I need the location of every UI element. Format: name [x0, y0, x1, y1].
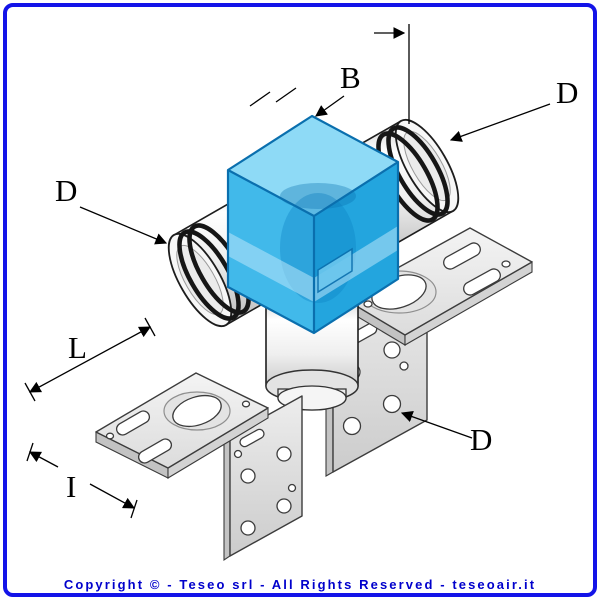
- cube-left-face: [228, 170, 314, 333]
- dim-i-line-1: [28, 451, 59, 468]
- dim-label-i: I: [66, 469, 76, 504]
- dim-i-line-2: [89, 483, 136, 509]
- cube-top-face: [228, 116, 398, 216]
- dim-l-tick-2: [144, 317, 156, 337]
- mounting-bracket-left: [95, 372, 303, 562]
- cube-right-face: [314, 162, 398, 333]
- bracket-right-top-slot: [443, 242, 481, 270]
- dim-i-tick-2: [130, 499, 138, 519]
- bracket-right-hole: [382, 394, 402, 414]
- dim-i-tick-1: [26, 442, 34, 462]
- dimension-lines: [24, 24, 551, 519]
- dim-l-tick-1: [24, 382, 36, 402]
- dim-label-d-top-right: D: [556, 75, 578, 110]
- bracket-left-top-slot: [137, 438, 173, 464]
- copyright-text: Copyright © - Teseo srl - All Rights Res…: [63, 577, 537, 592]
- dim-d-bottom-right-leader: [400, 411, 473, 439]
- bracket-left-top-small-hole: [105, 432, 115, 440]
- bracket-left-small-hole: [287, 483, 297, 493]
- bracket-left-top-small-hole: [241, 400, 251, 408]
- dim-b-tick-1: [275, 87, 297, 103]
- dim-label-b: B: [340, 60, 361, 95]
- dim-b-tick-2: [249, 91, 271, 107]
- bracket-left-hole: [240, 468, 256, 484]
- bracket-left-slot-hole: [239, 428, 265, 448]
- dim-label-l: L: [68, 330, 87, 365]
- bracket-left-vertical-edge: [223, 434, 231, 562]
- left-pipe-oring-1: [177, 229, 241, 321]
- dim-b-leader: [315, 95, 345, 117]
- right-pipe-oring-1: [386, 125, 450, 217]
- bracket-left-hole: [276, 498, 292, 514]
- dim-label-d-left: D: [55, 173, 77, 208]
- bracket-left-hole: [276, 446, 292, 462]
- cube-valve-body: [226, 114, 400, 335]
- bracket-right-top-small-hole: [501, 260, 511, 268]
- cube-edges: [226, 114, 400, 335]
- bracket-right-small-hole: [399, 361, 409, 371]
- bottom-collar: [265, 295, 359, 411]
- bracket-right-hole: [342, 416, 362, 436]
- bracket-right-top-small-hole: [363, 300, 373, 308]
- dim-label-d-bottom-right: D: [470, 422, 492, 457]
- bracket-right-top-slot: [463, 268, 501, 296]
- bracket-left-hole: [240, 520, 256, 536]
- cube-label-window: [317, 247, 353, 294]
- cube-inner-band-left: [228, 232, 314, 302]
- dim-d-top-right-leader: [449, 103, 551, 142]
- bracket-left-top-slot: [115, 410, 151, 436]
- bracket-left-pipe-hole: [172, 394, 222, 428]
- bracket-right-hole: [383, 341, 401, 359]
- bracket-left-small-hole: [233, 449, 243, 459]
- dim-d-left-leader: [79, 206, 168, 245]
- dim-l-line: [28, 326, 152, 393]
- cube-inner-band-right: [314, 226, 398, 302]
